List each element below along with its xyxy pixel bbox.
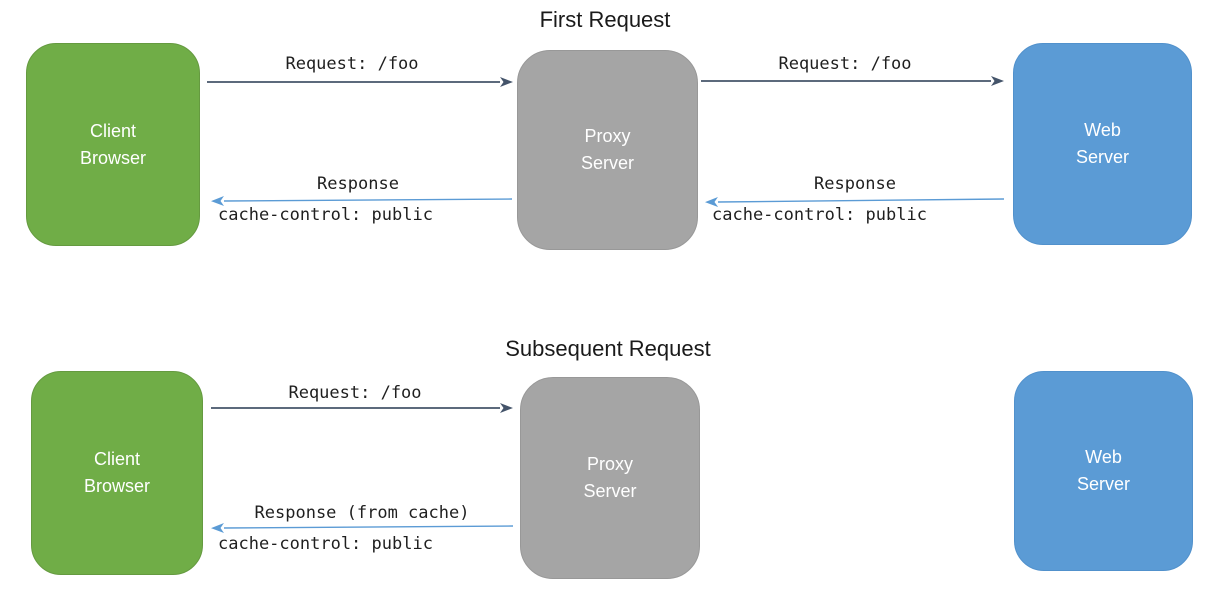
node-client-browser-first: Client Browser — [26, 43, 200, 246]
node-label-line: Web — [1084, 120, 1121, 140]
node-web-server-first: Web Server — [1013, 43, 1192, 245]
node-label-line: Web — [1085, 447, 1122, 467]
arrow-sublabel-cache-control: cache-control: public — [218, 534, 433, 554]
response-arrow-proxy-to-client — [211, 196, 513, 206]
section-title-first-request: First Request — [539, 7, 671, 32]
response-arrow-web-to-proxy — [705, 197, 1005, 207]
arrow-sublabel-cache-control: cache-control: public — [712, 205, 927, 225]
arrow-label-request: Request: /foo — [778, 54, 912, 74]
arrow-label-response-from-cache: Response (from cache) — [254, 503, 470, 523]
node-label-line: Browser — [83, 476, 150, 496]
response-arrow-proxy-to-client-2 — [211, 523, 514, 533]
node-label-line: Client — [89, 120, 137, 141]
arrow-label-response: Response — [814, 174, 896, 194]
node-label-line: Proxy — [584, 126, 631, 146]
node-proxy-server-subsequent: Proxy Server — [520, 377, 700, 579]
node-label-line: Browser — [79, 147, 146, 168]
arrow-label-request: Request: /foo — [288, 383, 422, 403]
node-web-server-subsequent: Web Server — [1014, 371, 1193, 571]
node-label-line: Server — [1076, 474, 1130, 494]
arrow-label-request: Request: /foo — [285, 54, 419, 74]
node-label-line: Server — [583, 481, 637, 501]
arrow-sublabel-cache-control: cache-control: public — [218, 205, 433, 225]
arrow-label-response: Response — [317, 174, 399, 194]
section-title-subsequent-request: Subsequent Request — [505, 336, 711, 361]
node-proxy-server-first: Proxy Server — [517, 50, 698, 250]
node-label-line: Client — [93, 449, 141, 469]
node-client-browser-subsequent: Client Browser — [31, 371, 203, 575]
node-label-line: Server — [580, 153, 634, 173]
node-label-line: Proxy — [586, 454, 633, 474]
node-label-line: Server — [1075, 147, 1129, 167]
